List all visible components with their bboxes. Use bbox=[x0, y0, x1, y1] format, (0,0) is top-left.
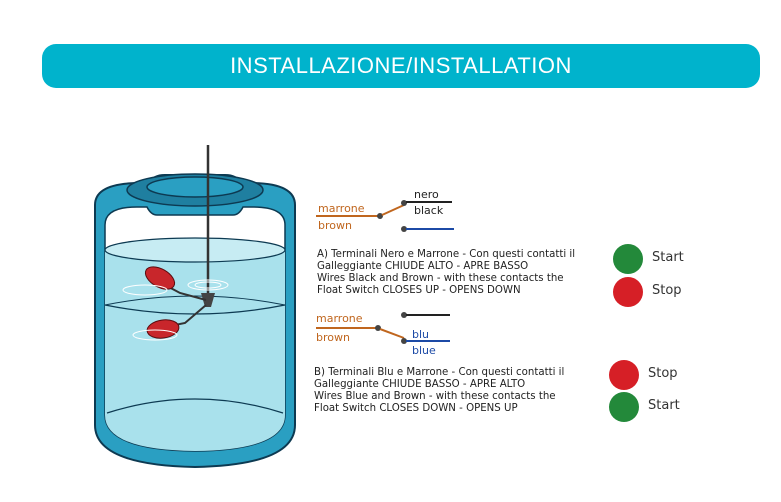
section-b-line-3: Wires Blue and Brown - with these contac… bbox=[314, 391, 556, 402]
section-a-line-4: Float Switch CLOSES UP - OPENS DOWN bbox=[317, 285, 521, 296]
wire-label-nero: nero bbox=[414, 188, 439, 201]
section-a-start-label: Start bbox=[652, 250, 684, 265]
page-title: INSTALLAZIONE/INSTALLATION bbox=[230, 53, 572, 78]
green-circle-icon bbox=[609, 392, 639, 422]
wire-label-marrone-b: marrone bbox=[316, 312, 363, 325]
wire-label-brown-b: brown bbox=[316, 331, 350, 344]
wire-label-brown-a: brown bbox=[318, 219, 352, 232]
wire-label-marrone-a: marrone bbox=[318, 202, 365, 215]
section-a-description: A) Terminali Nero e Marrone - Con questi… bbox=[317, 249, 575, 297]
section-a-line-2: Galleggiante CHIUDE ALTO - APRE BASSO bbox=[317, 261, 529, 272]
wire-label-blue: blue bbox=[412, 344, 436, 357]
red-circle-icon bbox=[613, 277, 643, 307]
wire-label-blu: blu bbox=[412, 328, 430, 341]
section-b-line-1: B) Terminali Blu e Marrone - Con questi … bbox=[314, 367, 565, 378]
section-a-line-1: A) Terminali Nero e Marrone - Con questi… bbox=[317, 249, 576, 260]
section-b-start-label: Start bbox=[648, 398, 680, 413]
page-title-banner: INSTALLAZIONE/INSTALLATION bbox=[42, 44, 760, 88]
section-a-stop-label: Stop bbox=[652, 283, 682, 298]
red-circle-icon bbox=[609, 360, 639, 390]
section-b-description: B) Terminali Blu e Marrone - Con questi … bbox=[314, 367, 564, 415]
section-b-line-4: Float Switch CLOSES DOWN - OPENS UP bbox=[314, 403, 518, 414]
green-circle-icon bbox=[613, 244, 643, 274]
section-b-stop-label: Stop bbox=[648, 366, 678, 381]
wire-label-black: black bbox=[414, 204, 444, 217]
float-switch-lower-icon bbox=[132, 319, 180, 341]
section-b-line-2: Galleggiante CHIUDE BASSO - APRE ALTO bbox=[314, 379, 526, 390]
float-switch-upper-icon bbox=[122, 266, 176, 296]
section-a-line-3: Wires Black and Brown - with these conta… bbox=[317, 273, 564, 284]
water-tank-icon bbox=[94, 145, 296, 469]
